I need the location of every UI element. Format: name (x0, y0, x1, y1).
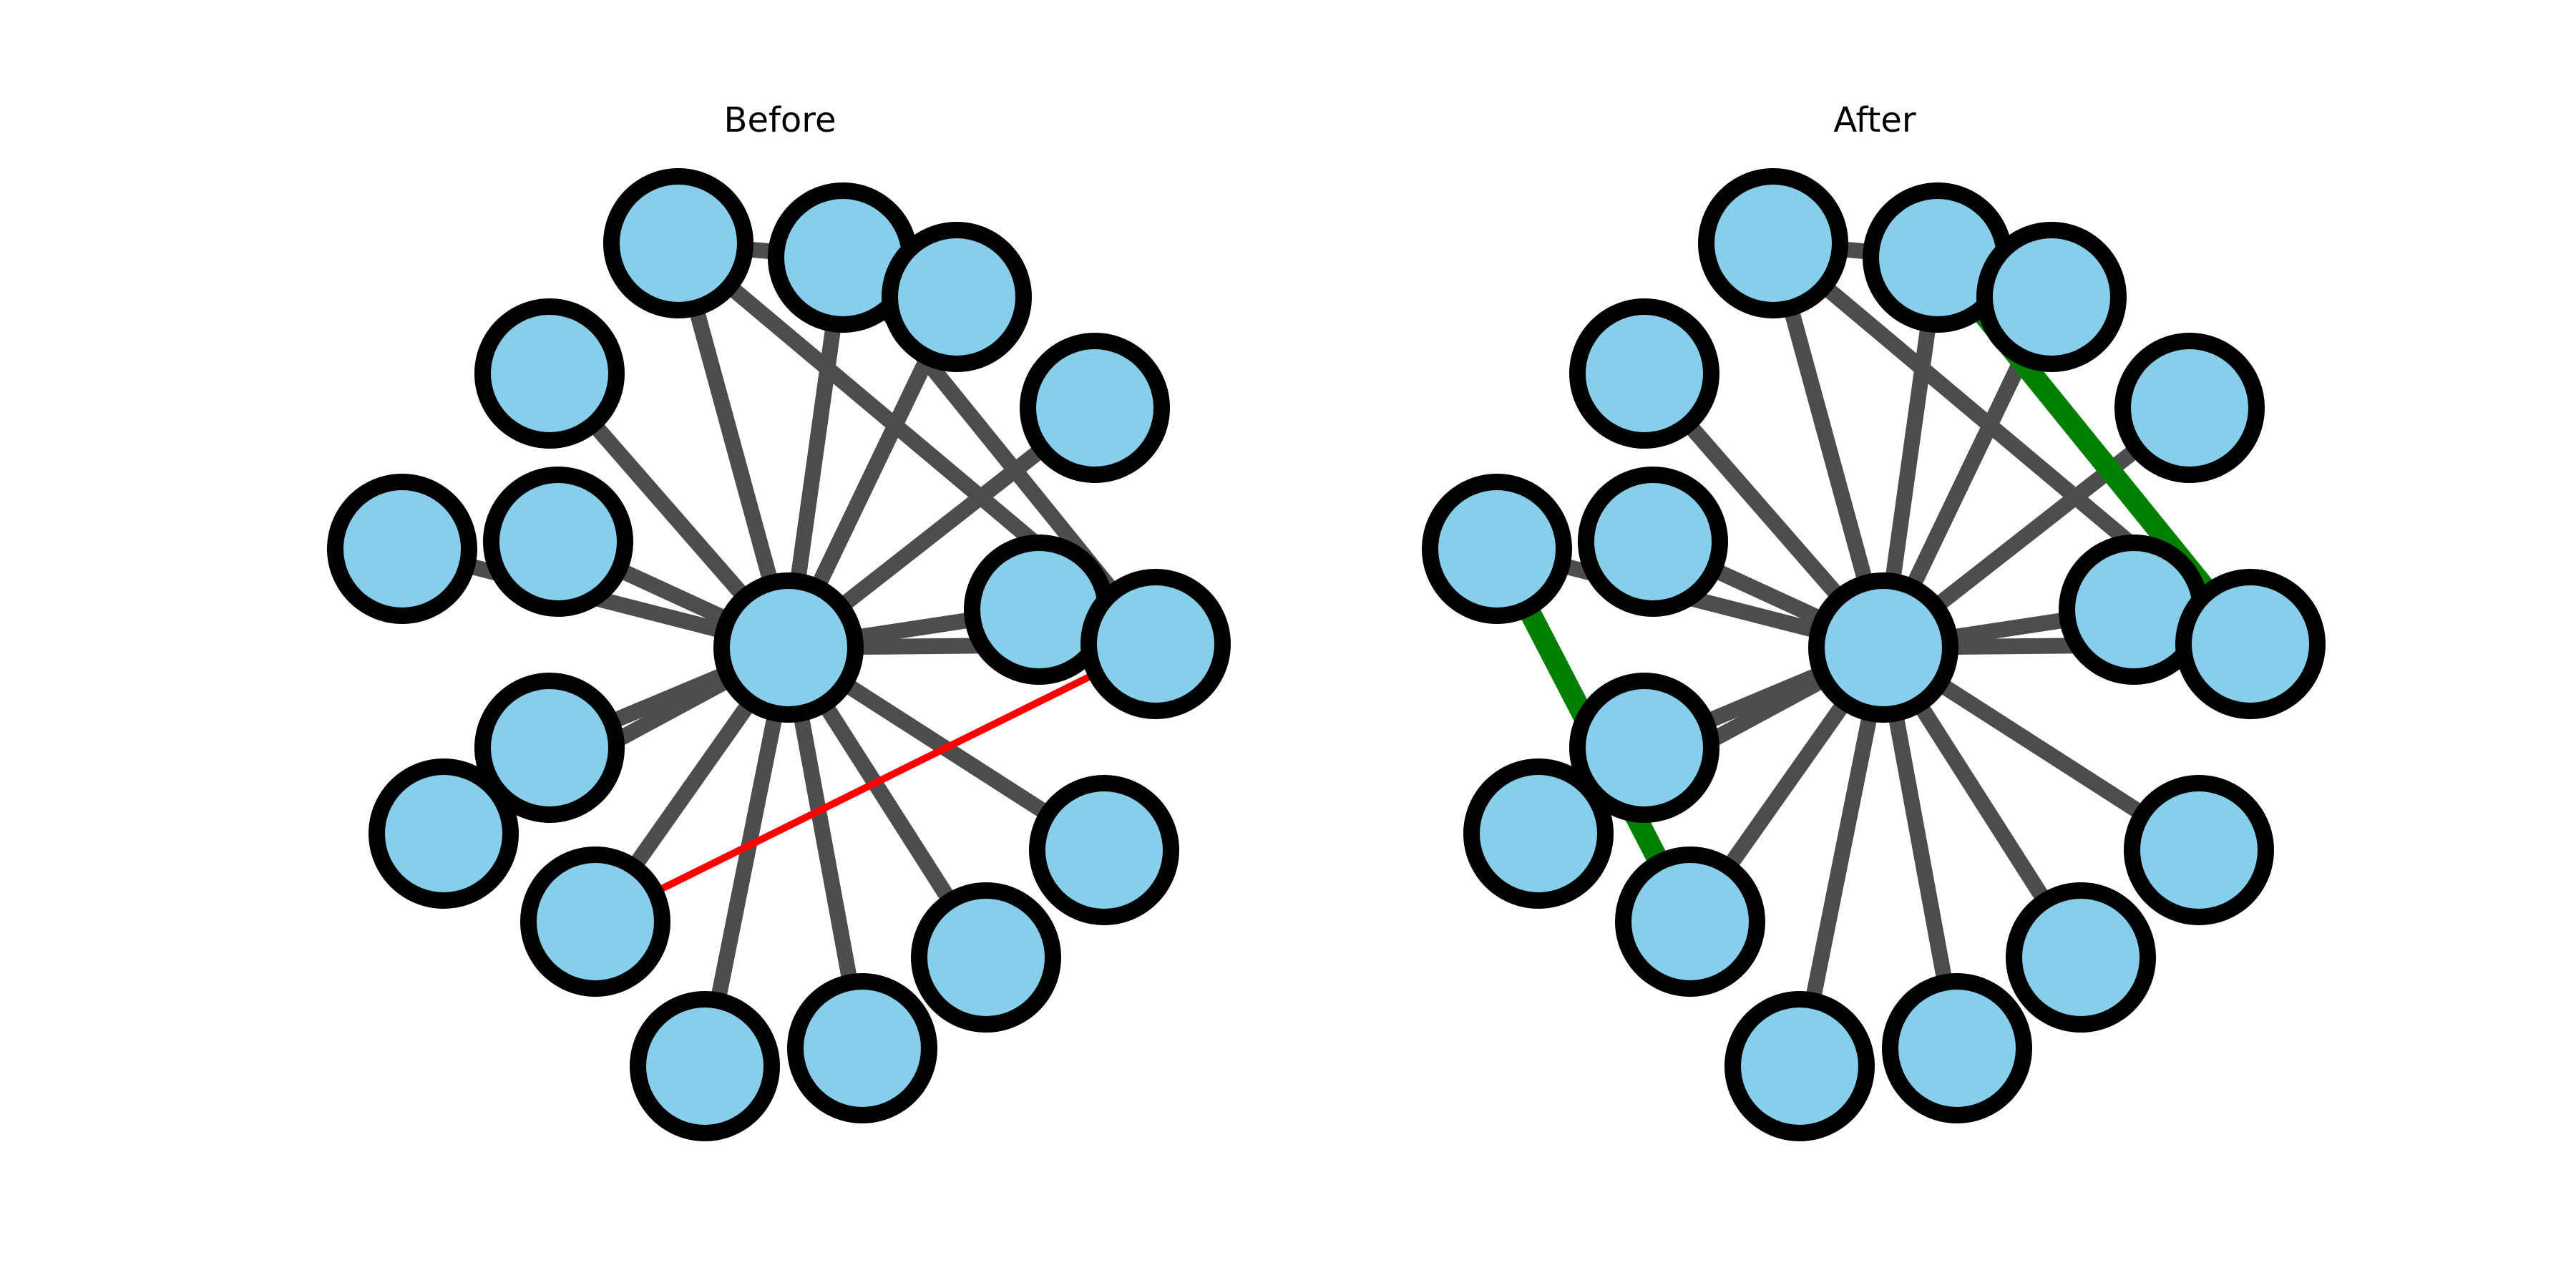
node-1 (1714, 185, 1832, 302)
node-16 (1741, 1008, 1858, 1125)
node-3 (1993, 238, 2110, 356)
node-0 (1825, 589, 1942, 706)
removed-edge-9-13 (593, 640, 1158, 925)
node-14 (927, 899, 1045, 1016)
node-8 (2075, 551, 2192, 668)
node-2 (784, 199, 902, 316)
node-14 (2022, 899, 2140, 1016)
node-7 (499, 483, 617, 600)
panel-title-after: After (1833, 100, 1916, 140)
node-15 (804, 990, 921, 1107)
graph-before (327, 168, 1231, 1141)
node-10 (1586, 689, 1703, 806)
node-16 (646, 1008, 763, 1125)
node-13 (1631, 863, 1749, 980)
panel-title-before: Before (723, 100, 836, 140)
node-3 (898, 238, 1015, 356)
node-5 (2131, 349, 2248, 467)
node-9 (1097, 585, 1214, 703)
node-13 (537, 863, 654, 980)
node-1 (620, 185, 737, 302)
node-8 (980, 551, 1098, 668)
node-5 (1036, 349, 1153, 467)
node-12 (1480, 775, 1597, 892)
node-11 (2140, 791, 2258, 909)
node-7 (1594, 483, 1712, 600)
node-6 (343, 490, 461, 608)
node-0 (730, 589, 847, 706)
node-10 (491, 689, 608, 806)
node-12 (385, 775, 502, 892)
node-9 (2192, 585, 2309, 703)
node-4 (1586, 315, 1703, 432)
node-4 (491, 315, 608, 432)
node-2 (1879, 199, 1996, 316)
node-6 (1438, 490, 1556, 608)
graph-after (1422, 168, 2326, 1141)
node-11 (1045, 791, 1163, 909)
node-15 (1898, 990, 2016, 1107)
